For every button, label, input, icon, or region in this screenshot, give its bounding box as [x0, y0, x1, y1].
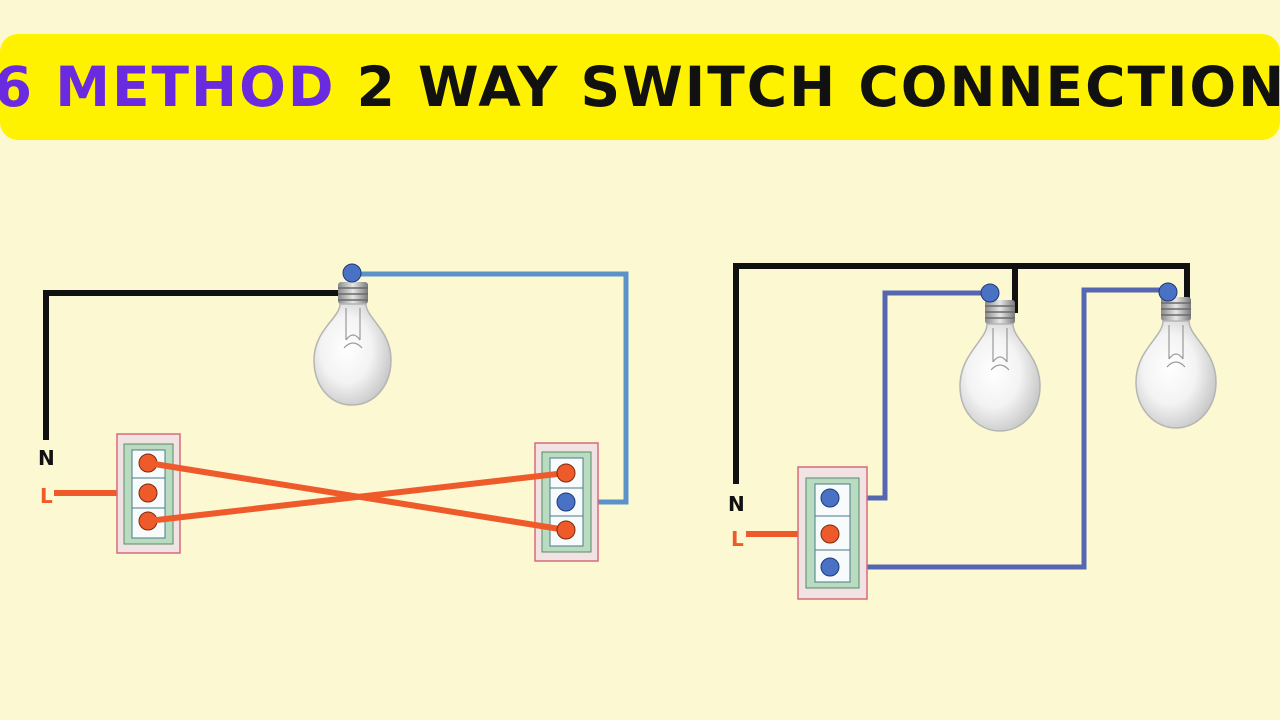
neutral-label: N [38, 446, 55, 470]
switch-3 [797, 466, 868, 600]
title-banner: 6 METHOD 2 WAY SWITCH CONNECTION [0, 34, 1280, 140]
diagram-right: N L [728, 263, 1217, 600]
neutral-wire [43, 290, 346, 440]
terminal [556, 463, 576, 483]
page-title: 6 METHOD 2 WAY SWITCH CONNECTION [0, 59, 1280, 115]
diagram-left: N L [38, 263, 629, 562]
switch-1 [116, 433, 181, 554]
title-main: 2 WAY SWITCH CONNECTION [356, 54, 1280, 119]
line-label: L [731, 527, 744, 551]
terminal [820, 524, 840, 544]
bulb-icon [1135, 282, 1217, 429]
neutral-wire [733, 263, 1190, 484]
lamp-2-wire [830, 287, 1168, 570]
terminal [556, 492, 576, 512]
bulb-icon [959, 283, 1041, 432]
bulb-icon [313, 263, 392, 406]
terminal [820, 557, 840, 577]
title-highlight: 6 METHOD [0, 54, 336, 119]
terminal [138, 483, 158, 503]
line-label: L [40, 484, 53, 508]
neutral-label: N [728, 492, 745, 516]
terminal [820, 488, 840, 508]
terminal [556, 520, 576, 540]
traveller-wire-2 [147, 470, 567, 524]
